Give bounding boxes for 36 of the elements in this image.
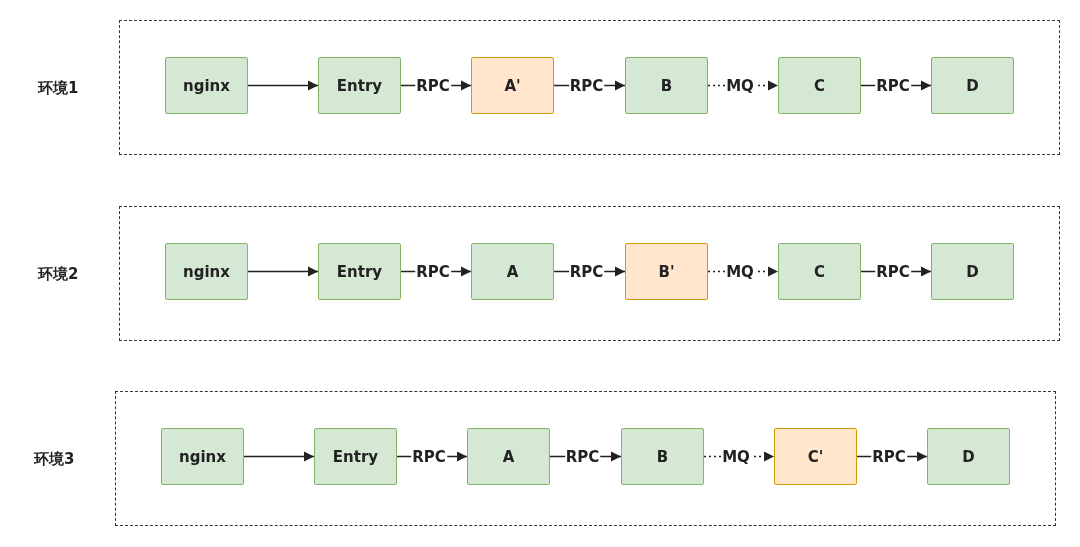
- edge-label: RPC: [568, 77, 605, 94]
- service-box: B: [621, 428, 704, 485]
- edge-label: RPC: [415, 77, 451, 94]
- service-box: Entry: [314, 428, 397, 485]
- service-box: C': [774, 428, 857, 485]
- service-box: nginx: [165, 57, 248, 114]
- region-label: 环境1: [38, 78, 79, 97]
- service-box: A': [471, 57, 554, 114]
- edge-label: RPC: [875, 263, 911, 280]
- arrow: [247, 80, 319, 91]
- service-box: B: [625, 57, 708, 114]
- service-box: Entry: [318, 243, 401, 300]
- service-box: D: [931, 57, 1014, 114]
- service-box: C: [778, 243, 861, 300]
- region-label: 环境3: [34, 449, 75, 468]
- arrow: [247, 266, 319, 277]
- edge-label: MQ: [725, 263, 755, 280]
- edge-label: MQ: [725, 77, 755, 94]
- region-label: 环境2: [38, 264, 79, 283]
- service-box: nginx: [161, 428, 244, 485]
- edge-label: RPC: [564, 448, 601, 465]
- service-box: B': [625, 243, 708, 300]
- service-box: A: [471, 243, 554, 300]
- arrow: [243, 451, 315, 462]
- service-box: D: [931, 243, 1014, 300]
- service-box: A: [467, 428, 550, 485]
- edge-label: MQ: [721, 448, 751, 465]
- edge-label: RPC: [411, 448, 447, 465]
- edge-label: RPC: [871, 448, 907, 465]
- edge-label: RPC: [875, 77, 911, 94]
- edge-label: RPC: [568, 263, 605, 280]
- service-box: D: [927, 428, 1010, 485]
- edge-label: RPC: [415, 263, 451, 280]
- service-box: Entry: [318, 57, 401, 114]
- service-box: C: [778, 57, 861, 114]
- service-box: nginx: [165, 243, 248, 300]
